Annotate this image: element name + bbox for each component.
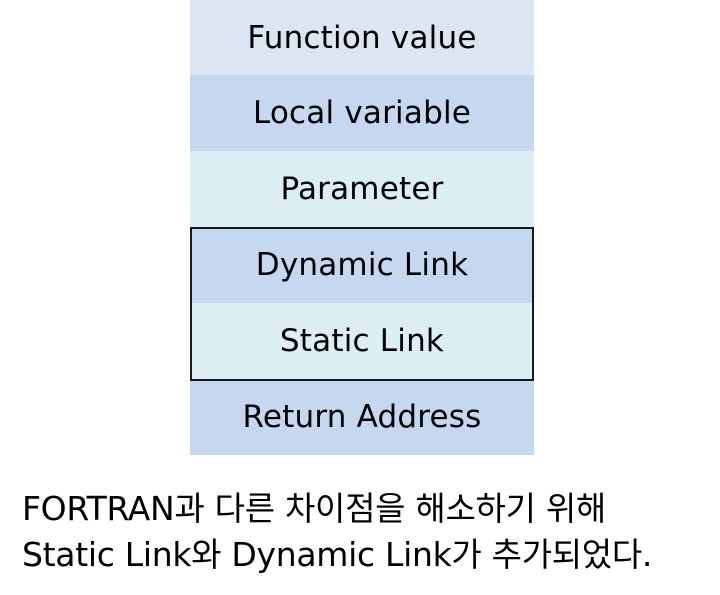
cell-parameter-label: Parameter	[280, 171, 444, 207]
cell-function-value: Function value	[190, 0, 534, 75]
cell-parameter: Parameter	[190, 151, 534, 227]
cell-return-address-label: Return Address	[242, 399, 482, 435]
cell-static-link: Static Link	[190, 303, 534, 379]
cell-static-link-label: Static Link	[279, 323, 445, 359]
cell-dynamic-link: Dynamic Link	[190, 227, 534, 303]
cell-return-address: Return Address	[190, 379, 534, 455]
cell-local-variable-label: Local variable	[252, 95, 472, 131]
activation-record-stack: Function value Local variable Parameter …	[190, 0, 534, 455]
cell-function-value-label: Function value	[247, 19, 477, 56]
caption-line-1: FORTRAN과 다른 차이점을 해소하기 위해	[22, 489, 606, 528]
caption-line-2: Static Link와 Dynamic Link가 추가되었다.	[22, 535, 653, 574]
caption: FORTRAN과 다른 차이점을 해소하기 위해 Static Link와 Dy…	[22, 486, 712, 578]
cell-local-variable: Local variable	[190, 75, 534, 151]
cell-dynamic-link-label: Dynamic Link	[255, 247, 469, 283]
